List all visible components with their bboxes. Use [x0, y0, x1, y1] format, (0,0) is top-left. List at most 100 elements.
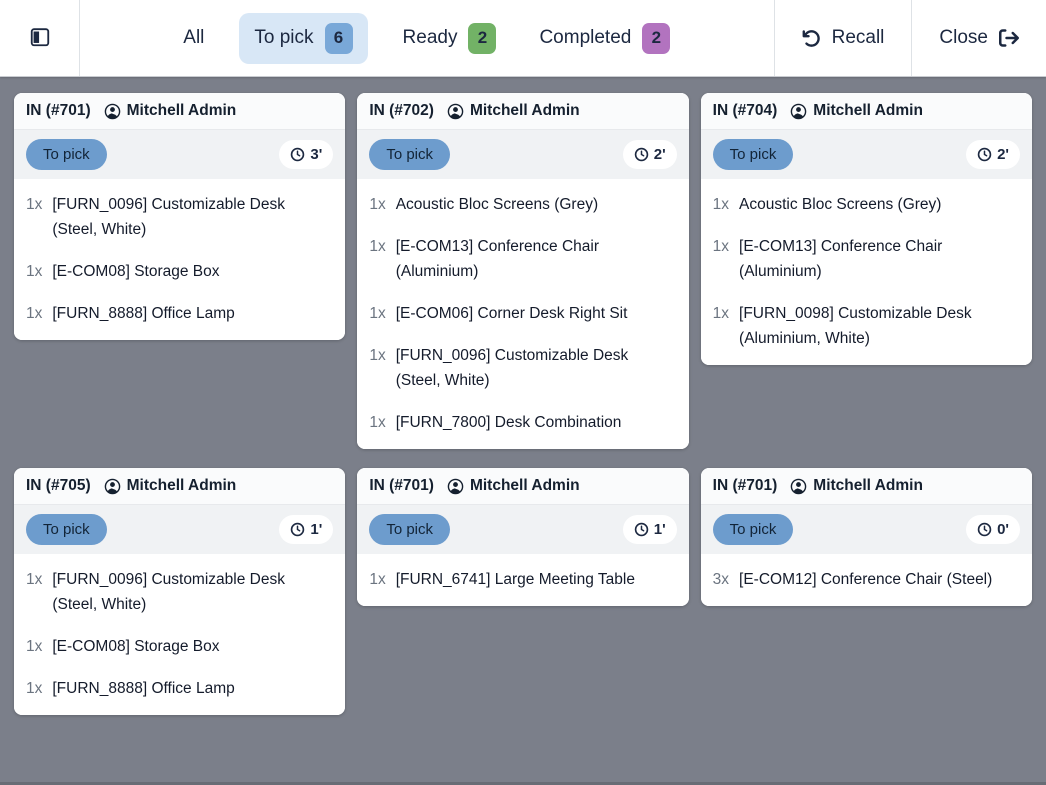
product-line: 1x [FURN_0096] Customizable Desk (Steel, … — [369, 343, 676, 393]
timer-pill: 2' — [622, 140, 677, 169]
bottom-edge-strip — [0, 782, 1046, 785]
user-circle-icon — [104, 478, 121, 495]
clock-icon — [977, 147, 992, 162]
card-status-row: To pick 2' — [700, 130, 1032, 179]
recall-rotate-left-icon — [802, 29, 821, 48]
close-button[interactable]: Close — [939, 27, 1019, 49]
product-qty: 1x — [26, 263, 43, 280]
card-lines: 3x [E-COM12] Conference Chair (Steel) — [700, 554, 1032, 606]
sign-out-icon — [999, 28, 1019, 48]
status-pill: To pick — [26, 514, 107, 545]
close-section: Close — [911, 0, 1046, 76]
product-name: [FURN_0096] Customizable Desk (Steel, Wh… — [52, 571, 285, 613]
card-header: IN (#701) Mitchell Admin — [357, 468, 689, 505]
product-name: [FURN_0096] Customizable Desk (Steel, Wh… — [395, 347, 629, 389]
card-owner-name: Mitchell Admin — [813, 102, 923, 119]
product-name: [E-COM08] Storage Box — [52, 638, 220, 655]
timer-pill: 3' — [279, 140, 334, 169]
product-name: Acoustic Bloc Screens (Grey) — [395, 196, 599, 213]
product-qty: 1x — [26, 571, 43, 588]
product-name: [FURN_0096] Customizable Desk (Steel, Wh… — [52, 196, 285, 238]
card-header: IN (#705) Mitchell Admin — [14, 468, 346, 505]
sidebar-toggle-button[interactable] — [29, 26, 51, 51]
sidebar-toggle-section — [0, 0, 80, 76]
product-line: 1x[FURN_0098] Customizable Desk (Alumini… — [713, 301, 1020, 351]
picking-card[interactable]: IN (#701) Mitchell Admin To pick — [357, 468, 689, 606]
product-line: 1x[FURN_6741] Large Meeting Table — [369, 567, 676, 592]
status-pill: To pick — [369, 139, 451, 170]
product-line: 1x[FURN_0096] Customizable Desk (Steel, … — [26, 192, 333, 242]
filter-count-badge: 2 — [468, 22, 497, 54]
status-pill-label: To pick — [386, 521, 434, 538]
product-name: [FURN_7800] Desk Combination — [395, 414, 622, 431]
filter-tab-ready[interactable]: Ready 2 — [395, 13, 505, 64]
user-circle-icon — [790, 478, 807, 495]
status-pill-label: To pick — [43, 146, 90, 163]
recall-section: Recall — [773, 0, 912, 76]
picking-card[interactable]: IN (#701) Mitchell Admin To pick — [14, 93, 346, 340]
recall-button[interactable]: Recall — [802, 27, 885, 49]
card-title: IN (#701) — [26, 102, 91, 119]
picking-card[interactable]: IN (#701) Mitchell Admin To pick — [700, 468, 1032, 606]
product-line: 1x [FURN_0096] Customizable Desk (Steel, … — [26, 567, 333, 617]
product-name: [FURN_6741] Large Meeting Table — [395, 571, 635, 588]
status-pill: To pick — [712, 139, 794, 170]
clock-icon — [634, 522, 649, 537]
card-lines: 1x[FURN_6741] Large Meeting Table — [357, 554, 689, 606]
product-line: 1x[E-COM08] Storage Box — [26, 634, 333, 659]
product-name: [E-COM12] Conference Chair (Steel) — [739, 571, 993, 588]
picking-card[interactable]: IN (#705) Mitchell Admin To pick — [14, 468, 346, 715]
filter-label: All — [183, 27, 205, 48]
timer-value: 1' — [653, 521, 666, 538]
product-name: [E-COM06] Corner Desk Right Sit — [395, 305, 628, 322]
card-title: IN (#702) — [369, 102, 434, 119]
clock-icon — [634, 147, 649, 162]
close-label: Close — [939, 27, 988, 48]
status-pill: To pick — [712, 514, 794, 545]
product-line: 1x[E-COM06] Corner Desk Right Sit — [369, 301, 676, 326]
user-circle-icon — [447, 103, 464, 120]
status-pill: To pick — [369, 514, 451, 545]
card-owner: Mitchell Admin — [790, 476, 923, 496]
card-owner-name: Mitchell Admin — [126, 477, 237, 494]
product-qty: 1x — [369, 347, 386, 364]
filter-label: Ready — [402, 27, 458, 48]
cards-grid: IN (#701) Mitchell Admin To pick — [0, 77, 1046, 731]
product-name: [E-COM13] Conference Chair (Aluminium) — [395, 238, 600, 280]
timer-value: 3' — [310, 146, 323, 163]
product-line: 1x[FURN_7800] Desk Combination — [369, 410, 676, 435]
card-status-row: To pick 1' — [14, 505, 346, 554]
product-line: 1x[E-COM13] Conference Chair (Aluminium) — [369, 234, 676, 284]
product-qty: 1x — [26, 680, 43, 697]
card-header: IN (#701) Mitchell Admin — [14, 93, 346, 130]
card-title: IN (#701) — [369, 477, 434, 494]
timer-value: 2' — [997, 146, 1009, 163]
product-qty: 1x — [26, 305, 43, 322]
card-lines: 1x [FURN_0096] Customizable Desk (Steel, … — [14, 554, 346, 715]
status-pill-label: To pick — [386, 146, 434, 163]
card-title: IN (#701) — [712, 477, 778, 494]
timer-pill: 1' — [622, 515, 677, 544]
card-status-row: To pick 3' — [14, 130, 346, 179]
timer-value: 1' — [310, 521, 323, 538]
product-qty: 3x — [712, 571, 730, 588]
product-name: [E-COM08] Storage Box — [52, 263, 220, 280]
clock-icon — [290, 147, 305, 162]
card-lines: 1x [FURN_0096] Customizable Desk (Steel, … — [14, 179, 346, 340]
product-name: [FURN_0098] Customizable Desk (Aluminium… — [739, 305, 972, 347]
card-status-row: To pick 0' — [700, 505, 1032, 554]
picking-card[interactable]: IN (#704) Mitchell Admin To pick — [700, 93, 1032, 365]
recall-label: Recall — [831, 27, 885, 48]
filter-label: Completed — [539, 27, 632, 48]
status-pill-label: To pick — [729, 146, 777, 163]
user-circle-icon — [104, 103, 121, 120]
status-pill-label: To pick — [729, 521, 777, 538]
picking-card[interactable]: IN (#702) Mitchell Admin To pick — [357, 93, 689, 449]
filter-tab-all[interactable]: All — [175, 17, 212, 59]
